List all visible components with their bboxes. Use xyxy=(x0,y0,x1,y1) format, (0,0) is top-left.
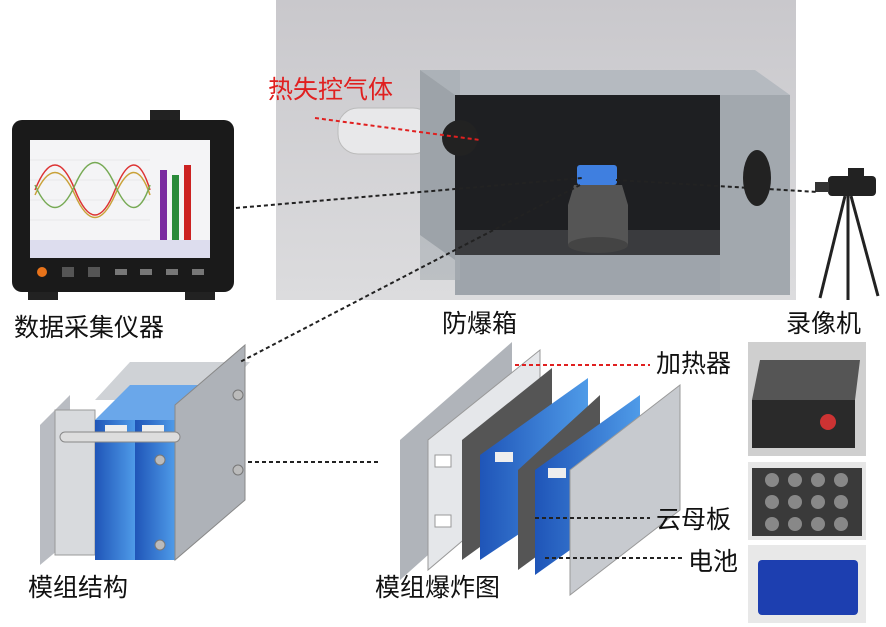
battery-label: 电池 xyxy=(688,547,739,576)
module-exploded-view xyxy=(400,342,681,597)
data-logger-device xyxy=(12,110,234,300)
thermal-runaway-gas-label: 热失控气体 xyxy=(268,75,394,104)
video-camera xyxy=(815,168,880,300)
heater-photo xyxy=(748,342,866,456)
data-logger-label: 数据采集仪器 xyxy=(14,313,165,342)
module-exploded-label: 模组爆炸图 xyxy=(375,573,501,602)
vent-fan-icon xyxy=(442,120,478,156)
battery-photo xyxy=(748,545,866,623)
heater-label: 加热器 xyxy=(656,349,732,378)
connector-lines xyxy=(235,117,819,559)
camera-label: 录像机 xyxy=(786,309,862,338)
mica-plate-photo xyxy=(748,462,866,540)
explosion-box-photo xyxy=(276,0,796,300)
explosion-box-label: 防爆箱 xyxy=(442,309,518,338)
power-button-icon xyxy=(37,267,47,277)
mica-plate-label: 云母板 xyxy=(656,505,732,534)
battery-sample xyxy=(577,165,617,185)
module-structure-label: 模组结构 xyxy=(28,573,129,602)
module-structure xyxy=(40,343,250,565)
